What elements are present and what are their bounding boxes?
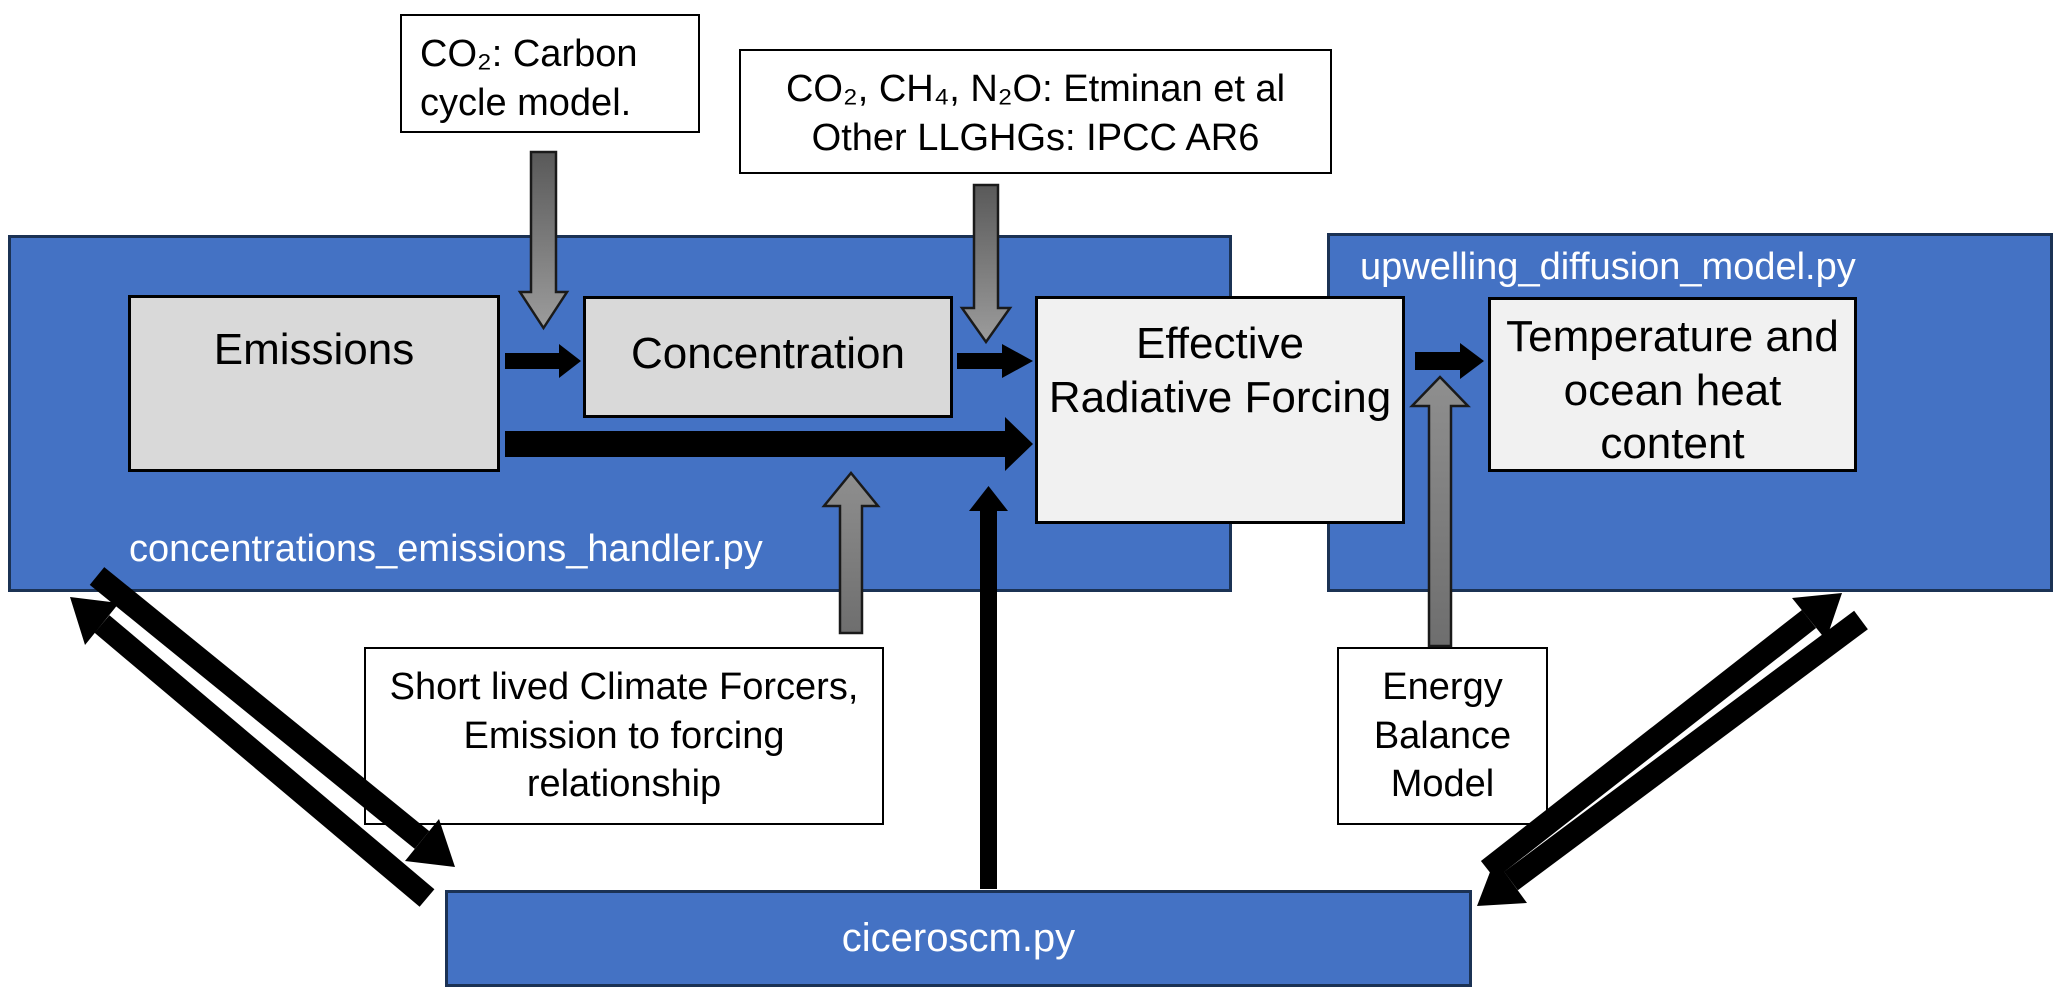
emissions-box: Emissions — [128, 295, 500, 472]
energy-balance-annotation: Energy Balance Model — [1337, 647, 1548, 825]
carbon-cycle-line2: cycle model. — [420, 81, 632, 124]
erf-box-line1: Effective — [1136, 319, 1304, 368]
concentration-box: Concentration — [583, 296, 953, 418]
panel-ciceroscm: ciceroscm.py — [445, 890, 1472, 987]
panel-label-concentrations-emissions-handler: concentrations_emissions_handler.py — [129, 528, 763, 570]
energy-balance-line2: Balance — [1373, 714, 1512, 757]
temperature-box-line3: content — [1600, 419, 1745, 469]
panel-label-upwelling-diffusion-model: upwelling_diffusion_model.py — [1360, 246, 1856, 288]
temperature-box-line1: Temperature and — [1506, 312, 1839, 361]
concentration-box-label: Concentration — [631, 329, 905, 378]
ghg-forcing-annotation: CO₂, CH₄, N₂O: Etminan et al Other LLGHG… — [739, 49, 1332, 174]
energy-balance-line3: Model — [1390, 763, 1495, 806]
slcf-annotation: Short lived Climate Forcers, Emission to… — [364, 647, 884, 825]
slcf-line3: relationship — [526, 763, 722, 806]
slcf-line1: Short lived Climate Forcers, — [389, 666, 859, 708]
temperature-box-line2: ocean heat — [1563, 365, 1782, 415]
ghg-forcing-line2: Other LLGHGs: IPCC AR6 — [811, 116, 1260, 159]
slcf-line2: Emission to forcing — [463, 714, 785, 757]
emissions-box-label: Emissions — [213, 325, 415, 374]
carbon-cycle-line1: CO₂: Carbon — [420, 33, 638, 75]
effective-radiative-forcing-box: Effective Radiative Forcing — [1035, 296, 1405, 524]
panel-label-ciceroscm: ciceroscm.py — [841, 916, 1076, 960]
temperature-ocean-heat-box: Temperature and ocean heat content — [1488, 297, 1857, 472]
energy-balance-line1: Energy — [1382, 666, 1503, 708]
carbon-cycle-annotation: CO₂: Carbon cycle model. — [400, 14, 700, 133]
panel-label-ciceroscm-wrap: ciceroscm.py — [448, 893, 1469, 984]
ghg-forcing-line1: CO₂, CH₄, N₂O: Etminan et al — [785, 68, 1286, 110]
erf-box-line2: Radiative Forcing — [1048, 372, 1392, 422]
